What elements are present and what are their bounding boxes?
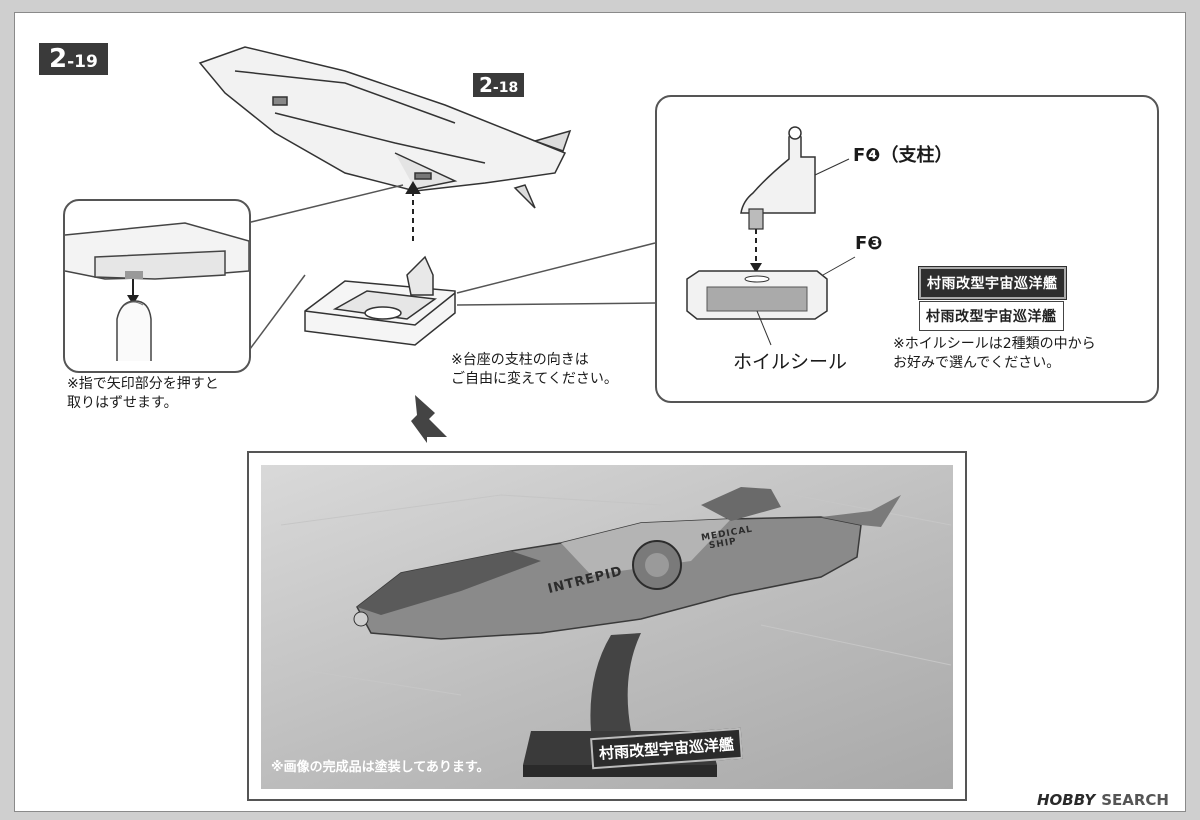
step-badge-main: 2-19 (39, 43, 108, 75)
line-art (198, 46, 656, 443)
photo-area: INTREPID MEDICAL SHIP 村雨改型宇宙巡洋艦 ※画像の完成品は… (261, 465, 953, 789)
watermark-brand: HOBBY (1037, 791, 1096, 809)
finger-press-drawing (64, 222, 250, 361)
step-main-number: 2 (49, 44, 68, 74)
down-arrow (411, 395, 447, 443)
stand-drawing (304, 255, 456, 346)
stand-parts-drawing (686, 126, 856, 346)
step-main-sub: -19 (67, 52, 98, 72)
note-press-release: ※指で矢印部分を押すと 取りはずせます。 (67, 376, 219, 411)
label-f4-pillar: F❹（支柱） (853, 145, 953, 166)
instruction-page: 2-19 2-18 ※指で矢印部分を押すと 取りはずせます。 ※台座の支柱の向き… (14, 12, 1186, 812)
zoom-lines-left (246, 184, 404, 354)
detail-callout-stand: F❹（支柱） F❸ ホイルシール 村雨改型宇宙巡洋艦 村雨改型宇宙巡洋艦 ※ホイ… (655, 95, 1159, 403)
zoom-lines-right (456, 242, 656, 306)
detail-callout-release (63, 199, 251, 373)
step-badge-ref: 2-18 (473, 73, 525, 97)
model-photo-drawing (270, 484, 952, 777)
hobbysearch-watermark: HOBBY SEARCH (1037, 791, 1169, 809)
photo-caption: ※画像の完成品は塗装してあります。 (271, 760, 490, 775)
note-foil-choice: ※ホイルシールは2種類の中から お好みで選んでください。 (893, 336, 1096, 371)
ship-drawing (198, 46, 572, 209)
label-foil-seal: ホイルシール (733, 351, 848, 373)
step-ref-number: 2 (479, 73, 493, 97)
step-ref-sub: -18 (492, 80, 519, 96)
dashed-arrow (405, 181, 421, 241)
watermark-suffix: SEARCH (1101, 791, 1169, 809)
sticker-light: 村雨改型宇宙巡洋艦 (919, 301, 1064, 331)
completed-model-photo: INTREPID MEDICAL SHIP 村雨改型宇宙巡洋艦 ※画像の完成品は… (247, 451, 967, 801)
note-pillar-direction: ※台座の支柱の向きは ご自由に変えてください。 (451, 352, 618, 387)
label-f3-base: F❸ (855, 233, 883, 254)
sticker-dark: 村雨改型宇宙巡洋艦 (918, 266, 1067, 300)
